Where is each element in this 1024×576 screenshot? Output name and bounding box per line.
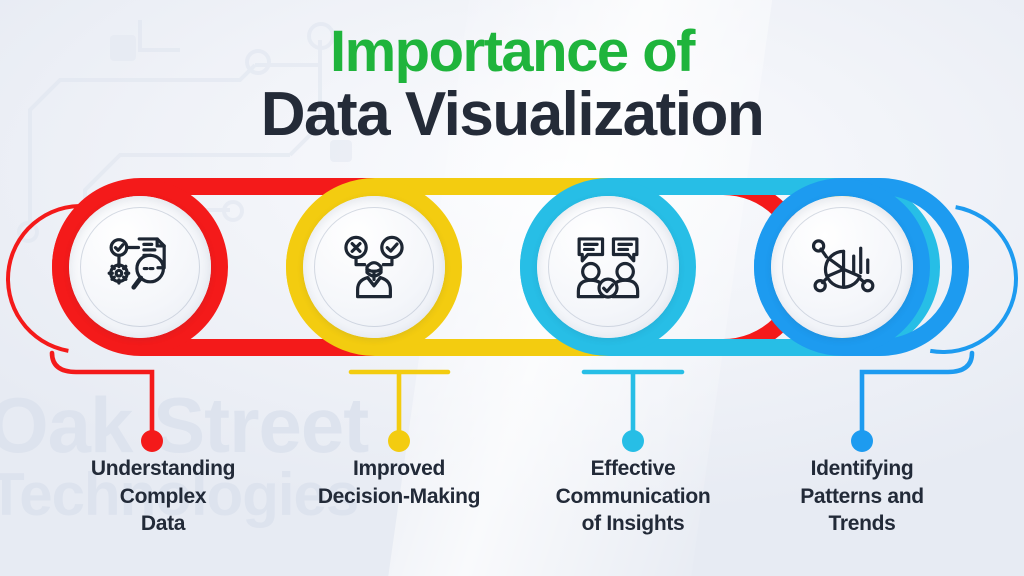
communication-icon <box>569 228 647 306</box>
title-line-secondary: Data Visualization <box>260 80 765 150</box>
caption-line: Understanding <box>90 457 236 480</box>
caption-line: Identifying <box>810 457 914 480</box>
caption-line: Data <box>140 512 186 536</box>
step-disc-2 <box>303 196 445 338</box>
step-disc-3 <box>537 196 679 338</box>
connector-dot-3 <box>622 430 644 452</box>
step-node-2[interactable] <box>286 179 462 355</box>
title-line-primary: Importance of <box>330 19 696 84</box>
page-title: Importance of Data Visualization <box>0 19 1024 150</box>
caption-line: Trends <box>828 512 896 536</box>
connector-dot-1 <box>141 430 163 452</box>
step-disc-1 <box>69 196 211 338</box>
decision-making-icon <box>335 228 413 306</box>
connector-dot-2 <box>388 430 410 452</box>
step-node-3[interactable] <box>520 179 696 355</box>
step-disc-4 <box>771 196 913 338</box>
caption-line: Complex <box>119 484 207 508</box>
connector-dot-4 <box>851 430 873 452</box>
step-node-1[interactable] <box>52 179 228 355</box>
step-node-4[interactable] <box>754 179 930 355</box>
data-analysis-icon <box>101 228 179 306</box>
process-flow-band <box>0 160 1024 390</box>
trend-analytics-icon <box>803 228 881 306</box>
watermark-line-1: Oak Street <box>0 381 369 469</box>
caption-line: Patterns and <box>800 484 924 508</box>
